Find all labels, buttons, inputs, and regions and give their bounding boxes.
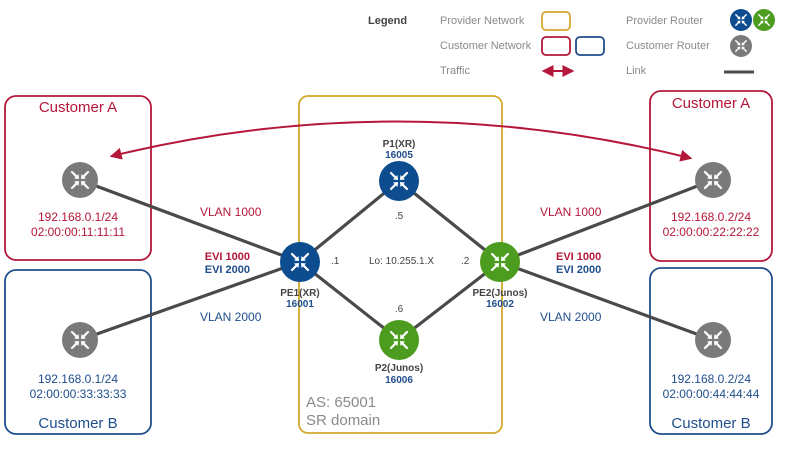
evi-right-b-label: EVI 2000 [556, 264, 601, 276]
p1-sid: 16005 [385, 150, 413, 161]
customer-router-a-right-icon[interactable] [695, 162, 731, 198]
p2-address: .6 [395, 304, 404, 315]
customer-a-right-title: Customer A [672, 95, 750, 112]
legend-provider-network-label: Provider Network [440, 15, 525, 27]
vlan-a-right-label: VLAN 1000 [540, 205, 602, 219]
customer-router-a-left-icon[interactable] [62, 162, 98, 198]
pe2-address: .2 [461, 256, 470, 267]
legend: Legend Provider Network Customer Network… [368, 9, 775, 77]
legend-provider-network-swatch [541, 11, 571, 31]
pe1-address: .1 [331, 256, 340, 267]
vlan-b-left-label: VLAN 2000 [200, 310, 262, 324]
evi-left-a-label: EVI 1000 [205, 251, 250, 263]
customer-b-right-box [649, 267, 773, 435]
evi-right-a-label: EVI 1000 [556, 251, 601, 263]
p1-address: .5 [395, 211, 404, 222]
customer-b-left-box [4, 269, 152, 435]
loopback-label: Lo: 10.255.1.X [369, 256, 434, 267]
p2-name: P2(Junos) [375, 363, 423, 374]
customer-b-left-mac: 02:00:00:33:33:33 [30, 387, 127, 401]
customer-a-right-box [649, 90, 773, 262]
link-pe2-ca-right [498, 178, 715, 264]
customer-a-left-mac: 02:00:00:11:11:11 [31, 225, 125, 239]
legend-title: Legend [368, 15, 407, 27]
link-p1-pe2 [397, 179, 502, 264]
pe2-router-icon[interactable] [480, 242, 520, 282]
pe2-sid: 16002 [486, 299, 514, 310]
link-cb-left-pe1 [78, 260, 302, 342]
customer-router-b-left-icon[interactable] [62, 322, 98, 358]
legend-customer-router-label: Customer Router [626, 40, 710, 52]
pe2-name: PE2(Junos) [472, 288, 527, 299]
legend-customer-b-swatch [575, 36, 605, 56]
legend-customer-a-swatch [541, 36, 571, 56]
pe1-sid: 16001 [286, 299, 314, 310]
customer-a-left-ip: 192.168.0.1/24 [38, 210, 118, 224]
p2-router-icon[interactable] [379, 320, 419, 360]
vlan-b-right-label: VLAN 2000 [540, 310, 602, 324]
customer-a-left-box [4, 95, 152, 261]
customer-router-b-right-icon[interactable] [695, 322, 731, 358]
link-pe1-p2 [298, 260, 401, 342]
pe1-name: PE1(XR) [280, 288, 319, 299]
legend-customer-network-label: Customer Network [440, 40, 532, 52]
p1-router-icon[interactable] [379, 161, 419, 201]
customer-b-right-ip: 192.168.0.2/24 [671, 372, 751, 386]
customer-b-left-title: Customer B [38, 415, 117, 432]
traffic-arrow [109, 120, 693, 162]
legend-provider-router-green-icon [753, 9, 775, 31]
p1-name: P1(XR) [383, 139, 416, 150]
customer-a-right-mac: 02:00:00:22:22:22 [663, 225, 760, 239]
vlan-a-left-label: VLAN 1000 [200, 205, 262, 219]
legend-customer-router-icon [730, 35, 752, 57]
p2-sid: 16006 [385, 375, 413, 386]
link-p2-pe2 [397, 260, 502, 342]
link-pe2-cb-right [498, 260, 715, 342]
link-ca-left-pe1 [78, 178, 302, 264]
legend-provider-router-blue-icon [730, 9, 752, 31]
evi-left-b-label: EVI 2000 [205, 264, 250, 276]
as-number-label: AS: 65001 [306, 394, 376, 411]
pe1-router-icon[interactable] [280, 242, 320, 282]
legend-traffic-label: Traffic [440, 65, 470, 77]
legend-link-label: Link [626, 65, 647, 77]
link-pe1-p1 [298, 179, 401, 264]
customer-a-left-title: Customer A [39, 99, 117, 116]
customer-b-left-ip: 192.168.0.1/24 [38, 372, 118, 386]
customer-b-right-mac: 02:00:00:44:44:44 [663, 387, 760, 401]
sr-domain-label: SR domain [306, 412, 380, 429]
legend-provider-router-label: Provider Router [626, 15, 703, 27]
customer-b-right-title: Customer B [671, 415, 750, 432]
customer-a-right-ip: 192.168.0.2/24 [671, 210, 751, 224]
links [78, 178, 715, 342]
